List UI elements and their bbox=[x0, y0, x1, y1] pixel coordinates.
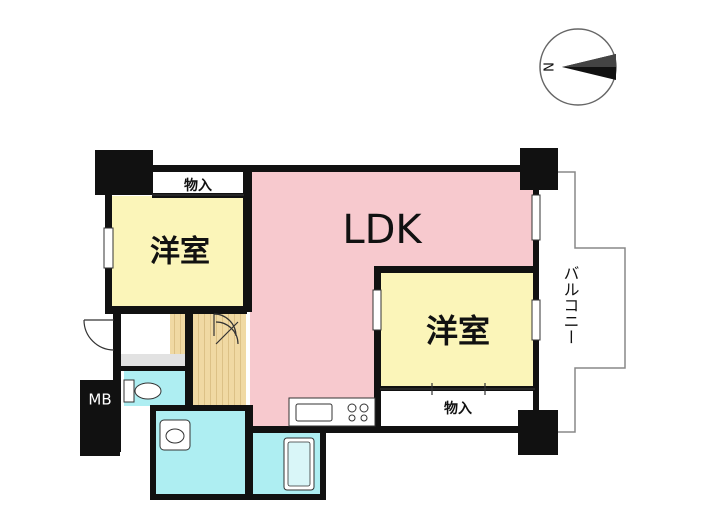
western-room-2-floor bbox=[380, 272, 535, 387]
western-room-1-floor bbox=[112, 196, 244, 308]
north-arrow-icon bbox=[562, 54, 616, 80]
bathtub-icon bbox=[283, 437, 315, 491]
western-room-2-label: 洋室 bbox=[426, 312, 490, 350]
ldk-label: LDK bbox=[342, 207, 423, 253]
meter-box-label: MB bbox=[88, 391, 111, 409]
western-room-1-label: 洋室 bbox=[150, 235, 210, 270]
storage-2-floor bbox=[380, 390, 535, 428]
balcony: バルコニー bbox=[555, 171, 626, 433]
stove-icon bbox=[347, 403, 369, 422]
storage-doors bbox=[152, 194, 535, 395]
washbasin-icon bbox=[159, 419, 191, 451]
doors bbox=[83, 313, 239, 351]
windows bbox=[103, 194, 541, 341]
compass-north-label: N bbox=[540, 62, 555, 72]
kitchen-counter bbox=[288, 397, 376, 427]
entrance-floor bbox=[120, 354, 188, 366]
balcony-label: バルコニー bbox=[561, 265, 580, 345]
compass: N bbox=[539, 28, 617, 106]
toilet-icon bbox=[123, 379, 162, 403]
storage-2-label: 物入 bbox=[444, 400, 472, 417]
sink-icon bbox=[295, 403, 333, 422]
storage-1-label: 物入 bbox=[184, 177, 212, 194]
storage-1-floor bbox=[152, 172, 244, 194]
ldk-floor bbox=[250, 170, 535, 428]
